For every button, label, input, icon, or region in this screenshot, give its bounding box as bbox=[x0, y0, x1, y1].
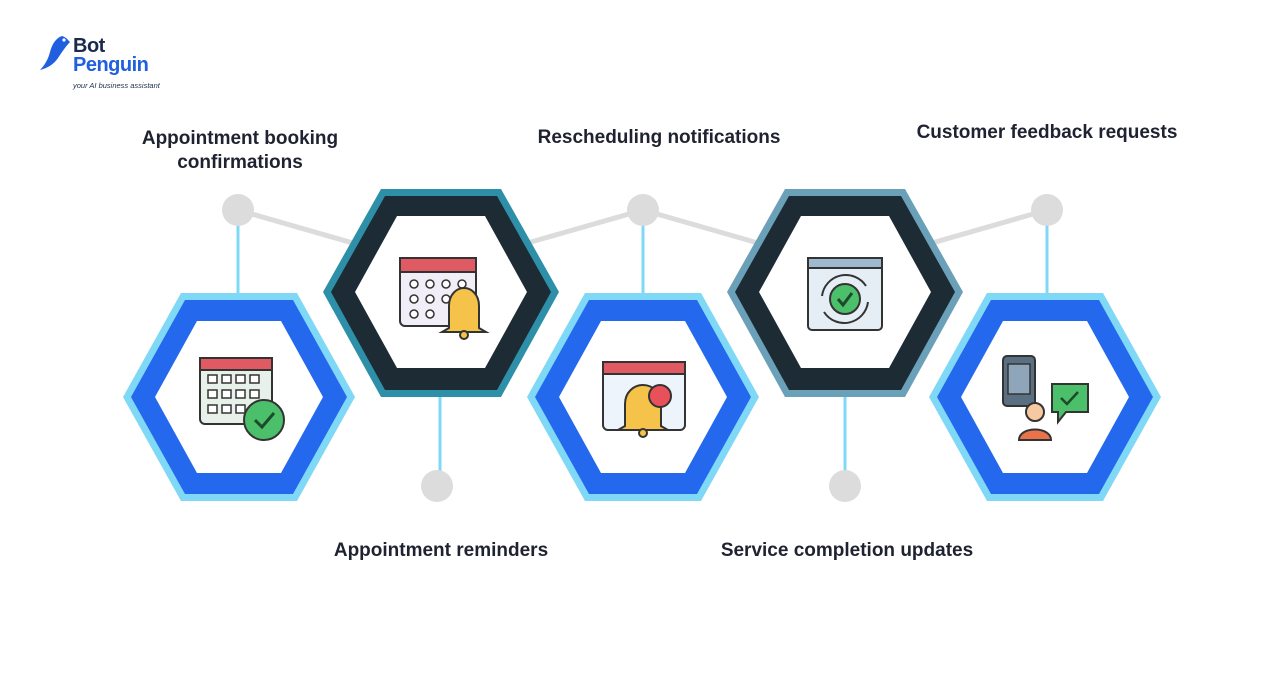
brand-name-line1: Bot bbox=[73, 35, 105, 57]
refresh-check-icon bbox=[807, 257, 883, 331]
step-3-hexagon bbox=[527, 293, 759, 501]
connector-dot-4 bbox=[421, 470, 453, 502]
step-2-label: Appointment reminders bbox=[333, 540, 549, 561]
brand-logo: Bot Penguin your AI business assistant bbox=[40, 34, 180, 94]
connector-dot-5 bbox=[829, 470, 861, 502]
connector-dot-3 bbox=[1031, 194, 1063, 226]
penguin-icon bbox=[40, 36, 70, 70]
connector-dots bbox=[222, 194, 1063, 502]
step-5-hexagon bbox=[929, 293, 1161, 501]
step-5-label: Customer feedback requests bbox=[916, 122, 1178, 143]
calendar-check-icon bbox=[199, 357, 285, 441]
feedback-chat-icon bbox=[1002, 355, 1089, 441]
step-1-label: Appointment booking confirmations bbox=[141, 128, 339, 173]
step-2-hexagon bbox=[323, 189, 559, 397]
connector-dot-2 bbox=[627, 194, 659, 226]
brand-name-line2: Penguin bbox=[73, 54, 149, 76]
step-3-label: Rescheduling notifications bbox=[537, 127, 781, 148]
calendar-bell-icon bbox=[399, 257, 490, 340]
step-1-hexagon bbox=[123, 293, 355, 501]
connector-dot-1 bbox=[222, 194, 254, 226]
calendar-notification-icon bbox=[602, 361, 686, 438]
step-4-hexagon bbox=[727, 189, 963, 397]
brand-tagline: your AI business assistant bbox=[73, 81, 160, 90]
step-4-label: Service completion updates bbox=[720, 540, 974, 561]
